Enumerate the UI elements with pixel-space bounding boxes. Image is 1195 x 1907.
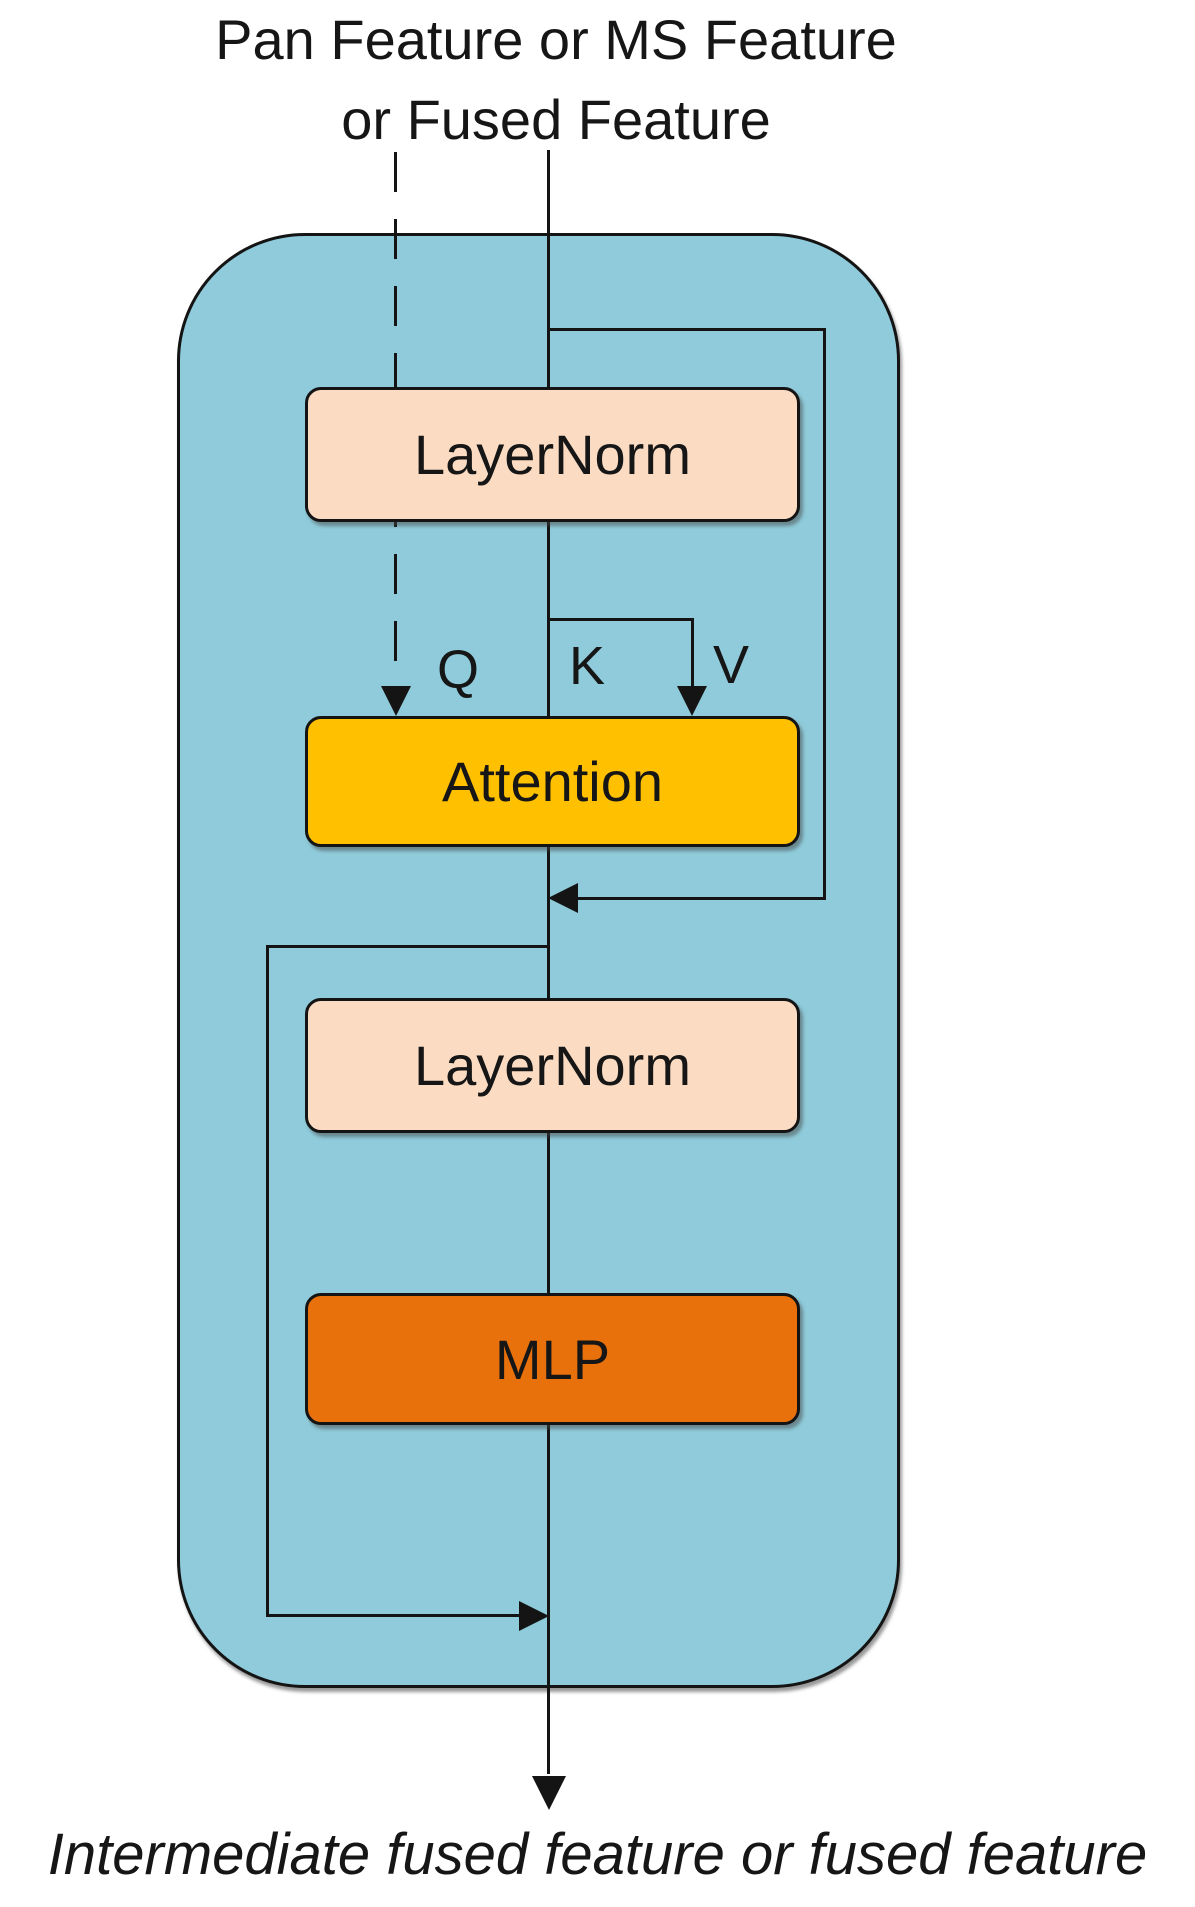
input-feature-label-line1: Pan Feature or MS Feature: [215, 8, 897, 71]
key-letter: K: [568, 636, 606, 696]
main-flow-line: [547, 150, 550, 1774]
output-arrowhead-icon: [532, 1776, 566, 1810]
value-arrowhead-icon: [677, 686, 707, 716]
query-letter: Q: [436, 640, 480, 700]
residual1-right-segment: [823, 328, 826, 900]
attention-label: Attention: [441, 750, 664, 813]
residual2-top-segment: [266, 945, 550, 948]
mlp-box: MLP: [305, 1293, 800, 1425]
layernorm1-box: LayerNorm: [305, 387, 800, 522]
value-branch-down-segment: [691, 618, 694, 688]
attention-box: Attention: [305, 716, 800, 847]
residual2-merge-segment: [266, 1614, 520, 1617]
residual2-merge-arrowhead-icon: [519, 1601, 549, 1631]
residual1-merge-segment: [576, 897, 826, 900]
value-letter: V: [712, 635, 750, 695]
query-arrowhead-icon: [381, 686, 411, 716]
layernorm1-label: LayerNorm: [414, 423, 691, 486]
residual2-left-segment: [266, 945, 269, 1617]
residual1-merge-arrowhead-icon: [548, 883, 578, 913]
value-branch-top-segment: [549, 618, 694, 621]
input-feature-label: Pan Feature or MS Feature or Fused Featu…: [0, 0, 1112, 160]
mlp-label: MLP: [494, 1327, 611, 1391]
layernorm2-label: LayerNorm: [414, 1034, 691, 1097]
layernorm2-box: LayerNorm: [305, 998, 800, 1133]
output-feature-label: Intermediate fused feature or fused feat…: [47, 1822, 1148, 1887]
input-feature-label-line2: or Fused Feature: [341, 88, 771, 151]
residual1-top-segment: [549, 328, 826, 331]
